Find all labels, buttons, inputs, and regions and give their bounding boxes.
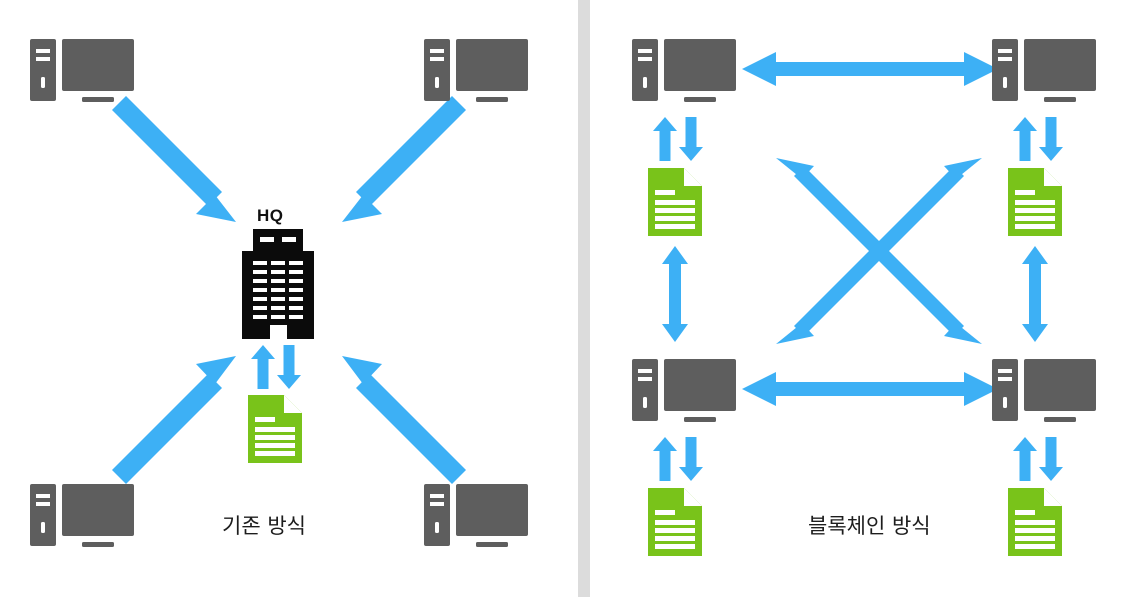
arrow-bottomright-to-hq bbox=[342, 356, 466, 484]
document-icon bbox=[648, 168, 702, 236]
arrow-bottom-horizontal bbox=[742, 372, 998, 406]
arrow-topleft-to-hq bbox=[112, 96, 236, 222]
office-building-icon bbox=[239, 229, 317, 339]
desktop-computer-icon bbox=[632, 355, 736, 427]
desktop-computer-icon bbox=[424, 35, 528, 107]
vertical-double-arrow-left bbox=[660, 246, 690, 342]
exchange-arrows-icon bbox=[250, 345, 302, 389]
left-panel-centralized: HQ bbox=[30, 35, 528, 552]
arrow-bottomleft-to-hq bbox=[112, 356, 236, 484]
arrow-topright-to-hq bbox=[342, 96, 466, 222]
desktop-computer-icon bbox=[30, 35, 134, 107]
exchange-arrows-icon bbox=[1012, 437, 1064, 481]
desktop-computer-icon bbox=[992, 355, 1096, 427]
document-icon bbox=[1008, 168, 1062, 236]
panel-divider bbox=[578, 0, 590, 597]
document-icon bbox=[1008, 488, 1062, 556]
right-panel-blockchain: 블록체인 방식 bbox=[590, 0, 1140, 597]
exchange-arrows-icon bbox=[652, 117, 704, 161]
document-icon bbox=[648, 488, 702, 556]
desktop-computer-icon bbox=[424, 480, 528, 552]
right-panel-caption: 블록체인 방식 bbox=[808, 514, 931, 538]
document-icon bbox=[248, 395, 302, 463]
arrow-diagonal-tr-bl bbox=[776, 158, 982, 344]
desktop-computer-icon bbox=[30, 480, 134, 552]
exchange-arrows-icon bbox=[652, 437, 704, 481]
arrow-diagonal-tl-br bbox=[776, 158, 982, 344]
desktop-computer-icon bbox=[632, 35, 736, 107]
left-panel-caption: 기존 방식 bbox=[222, 514, 306, 538]
hq-label: HQ bbox=[257, 206, 284, 225]
desktop-computer-icon bbox=[992, 35, 1096, 107]
exchange-arrows-icon bbox=[1012, 117, 1064, 161]
vertical-double-arrow-right bbox=[1020, 246, 1050, 342]
arrow-top-horizontal bbox=[742, 52, 998, 86]
